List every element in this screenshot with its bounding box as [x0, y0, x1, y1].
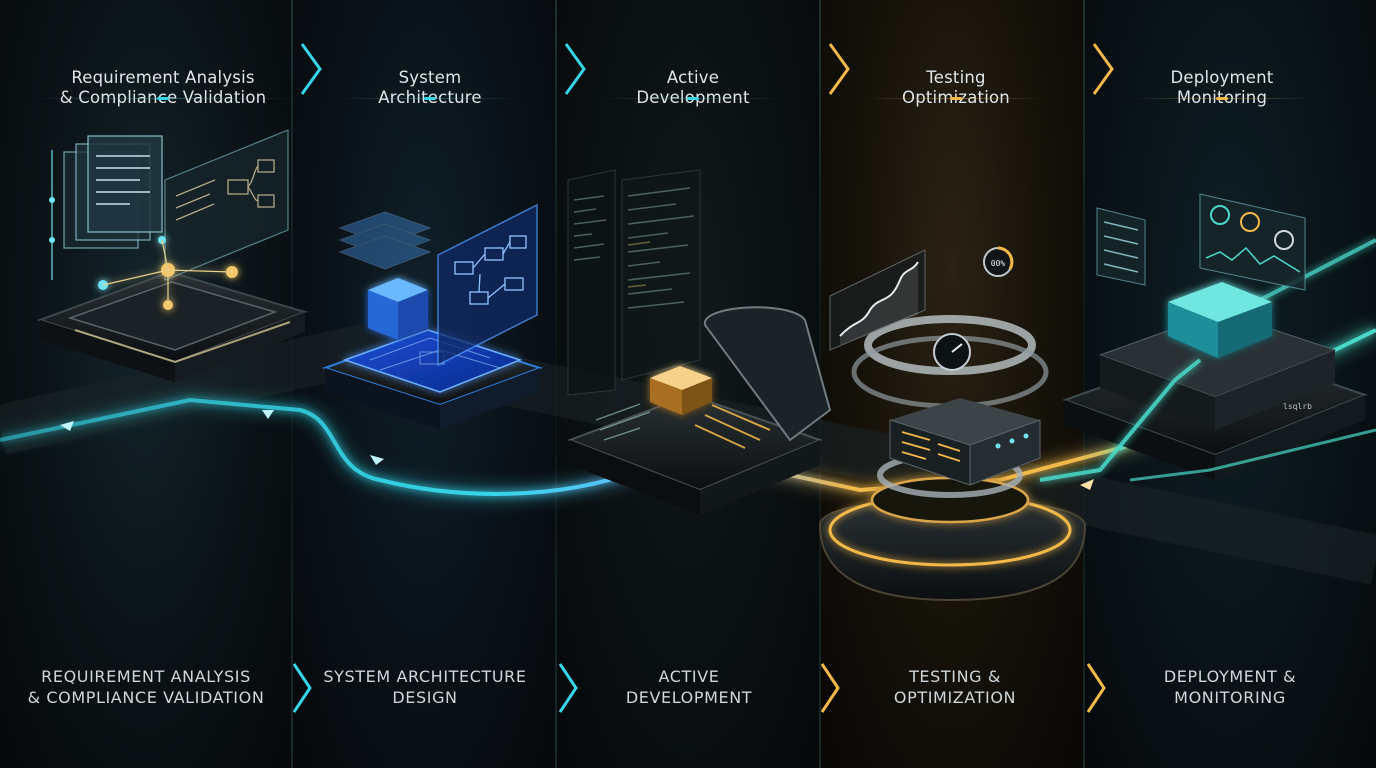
stage-5-caption: DEPLOYMENT & MONITORING — [1163, 667, 1297, 707]
stage-4-title: Testing Optimization — [836, 48, 1076, 148]
monitoring-dashboard-panel — [1199, 193, 1306, 291]
document-stack-icon — [63, 135, 163, 249]
stage-2-caption: SYSTEM ARCHITECTURE DESIGN — [323, 667, 527, 707]
cube-stack-icon — [338, 211, 432, 340]
performance-chart-panel — [829, 249, 926, 351]
stage-2-title-text: System Architecture — [378, 68, 481, 107]
node-cluster-icon — [98, 236, 238, 310]
code-panels-icon — [567, 169, 701, 396]
chevron-right-icon — [1084, 660, 1108, 716]
stage-1-caption: REQUIREMENT ANALYSIS & COMPLIANCE VALIDA… — [27, 667, 265, 707]
data-cube-icon — [1168, 282, 1272, 358]
server-badge: lsqlrb — [1283, 402, 1312, 411]
stage-5-rule-dot — [1216, 97, 1228, 100]
stage-3-title-text: Active Development — [636, 68, 749, 107]
stage-4-caption: TESTING & OPTIMIZATION — [893, 667, 1017, 707]
stage-4-platform — [818, 315, 1087, 602]
stage-2-title: System Architecture — [310, 48, 550, 148]
server-unit-icon — [889, 398, 1041, 486]
stage-3-caption: ACTIVE DEVELOPMENT — [625, 667, 753, 707]
stage-4-title-text: Testing Optimization — [902, 68, 1010, 107]
chevron-right-icon — [556, 660, 580, 716]
chip-icon — [650, 366, 712, 415]
architecture-diagram-panel — [437, 203, 538, 367]
chevron-right-icon — [826, 40, 852, 98]
stage-5-platform: lsqlrb — [1039, 282, 1376, 482]
menu-list-panel — [1096, 207, 1146, 286]
stage-1-title-text: Requirement Analysis & Compliance Valida… — [59, 68, 267, 107]
chevron-right-icon — [1090, 40, 1116, 98]
gauge-readout: 00% — [991, 259, 1006, 268]
percentage-gauge-icon: 00% — [983, 246, 1014, 277]
flowchart-panel-icon — [164, 129, 289, 281]
stage-1-title: Requirement Analysis & Compliance Valida… — [0, 48, 326, 148]
stage-3-platform — [567, 306, 832, 515]
stage-2-rule-dot — [424, 97, 436, 100]
stage-1-platform — [36, 270, 309, 382]
divider-4 — [1083, 0, 1085, 768]
chevron-right-icon — [290, 660, 314, 716]
chevron-right-icon — [562, 40, 588, 98]
stage-3-title: Active Development — [573, 48, 813, 148]
stage-4-rule-dot — [950, 97, 962, 100]
chevron-right-icon — [298, 40, 324, 98]
stage-5-title: Deployment Monitoring — [1102, 48, 1342, 148]
stage-3-rule-dot — [687, 97, 699, 100]
stage-2-platform — [321, 329, 544, 430]
stage-1-rule-dot — [157, 97, 169, 100]
floor-track — [0, 324, 1376, 585]
stage-5-title-text: Deployment Monitoring — [1170, 68, 1274, 107]
chevron-right-icon — [818, 660, 842, 716]
